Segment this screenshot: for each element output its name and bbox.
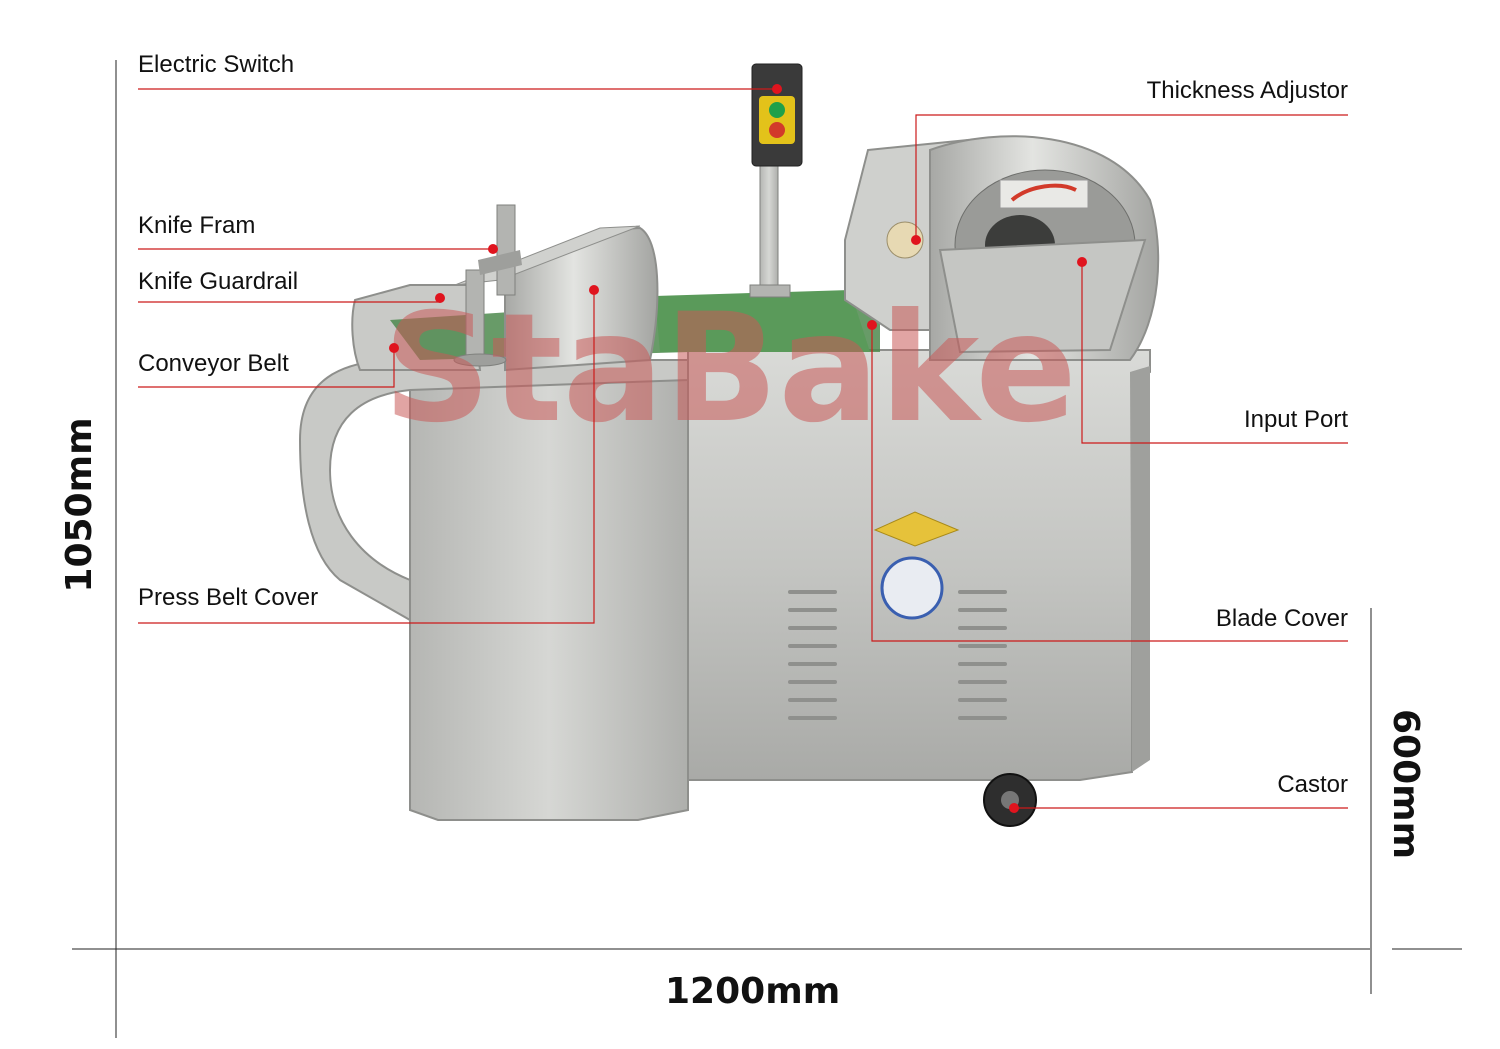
thickness-adjustor-label: Thickness Adjustor — [1146, 77, 1348, 104]
press-belt-cover-label: Press Belt Cover — [138, 584, 319, 611]
width-dimension-label: 1200mm — [665, 971, 841, 1012]
knife-frame-label: Knife Fram — [138, 212, 256, 239]
castor-label: Castor — [1277, 771, 1348, 798]
watermark: StaBake — [383, 282, 1077, 456]
conveyor-belt-label: Conveyor Belt — [138, 350, 289, 377]
electric-switch-label: Electric Switch — [138, 51, 295, 78]
blade-cover-label: Blade Cover — [1215, 605, 1348, 632]
table-height-dimension-label: 600mm — [1385, 709, 1426, 860]
input-port-label: Input Port — [1243, 406, 1348, 433]
callout-dots — [389, 84, 1087, 813]
knife-guardrail-label: Knife Guardrail — [138, 268, 299, 295]
dimension-lines — [72, 60, 1462, 1038]
machine-body — [298, 63, 1160, 827]
height-dimension-label: 1050mm — [59, 417, 100, 593]
